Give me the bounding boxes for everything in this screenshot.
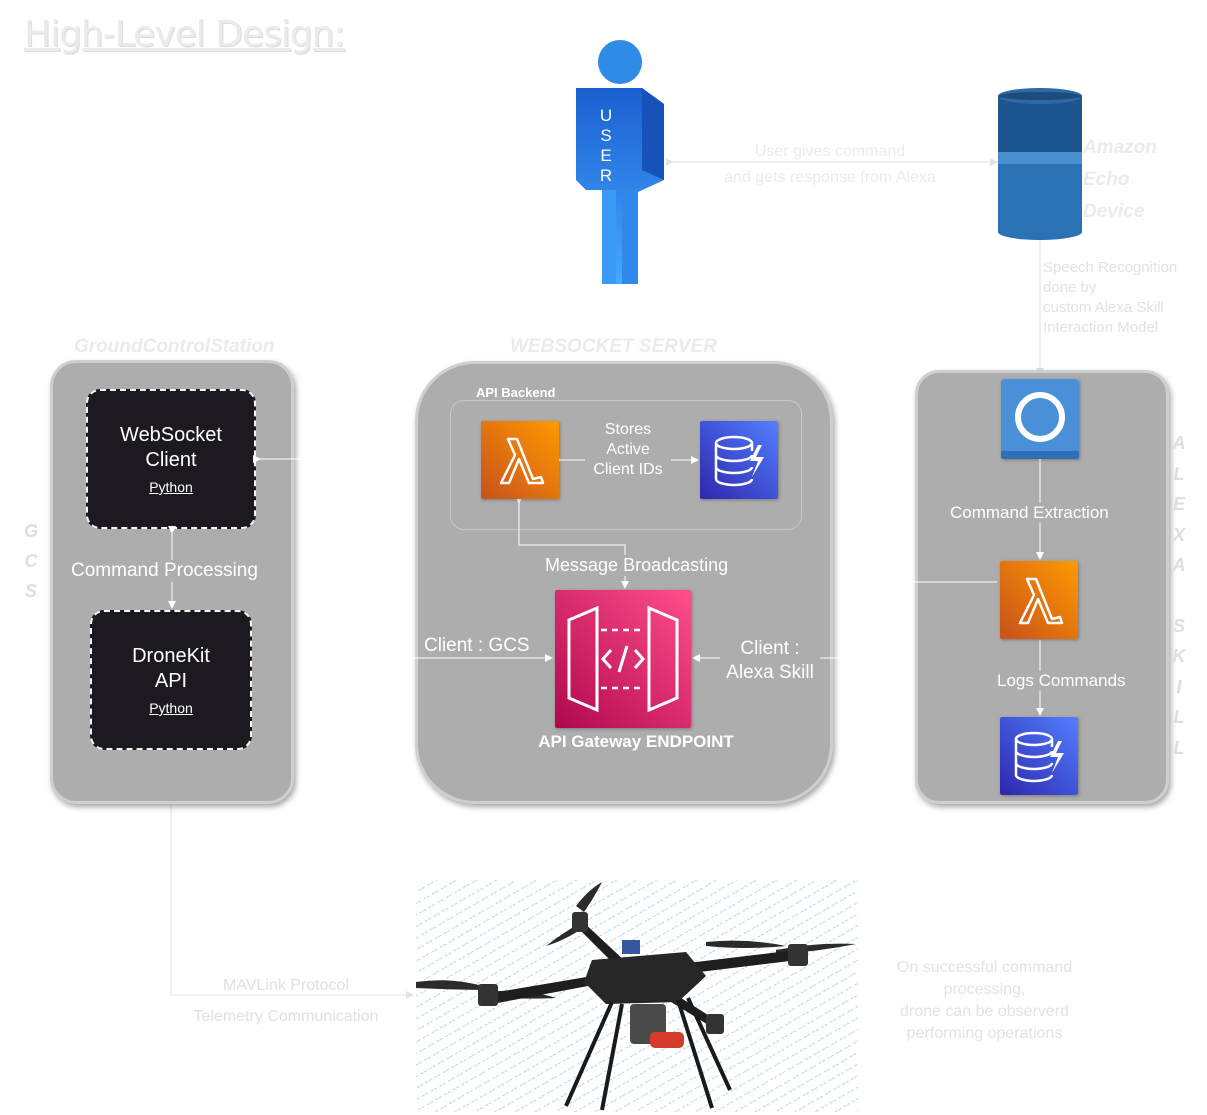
alexa-side-letters: A L E X A S K I L L <box>1172 433 1186 758</box>
message-broadcasting-label: Message Broadcasting <box>542 555 732 576</box>
api-gateway-label: API Gateway ENDPOINT <box>538 732 734 751</box>
lambda-icon <box>481 421 559 499</box>
mavlink-label: MAVLink Protocol Telemetry Communication <box>193 977 379 1025</box>
user-letter: R <box>599 166 613 185</box>
speech-label: Speech Recognition done by custom Alexa … <box>1043 259 1178 336</box>
stores-label: Stores Active Client IDs <box>585 420 671 480</box>
dronekit-name: DroneKit <box>132 645 210 667</box>
websocket-client-name: Client <box>145 449 197 471</box>
websocket-client-lang: Python <box>149 479 193 495</box>
client-alexa-label: Client : Alexa Skill <box>720 637 820 685</box>
user-letter: U <box>599 106 613 125</box>
alexa-ring-icon <box>1001 379 1079 459</box>
websocket-client-name: WebSocket <box>120 424 222 446</box>
user-letter: E <box>600 146 612 165</box>
page-title: High-Level Design: <box>24 14 346 55</box>
client-gcs-label: Client : GCS <box>422 635 532 657</box>
user-letter: S <box>600 126 612 145</box>
user-echo-label: User gives command and gets response fro… <box>724 143 936 186</box>
gcs-side-letters: G C S <box>23 521 38 601</box>
ws-server-heading: WEBSOCKET SERVER <box>510 336 717 357</box>
dronekit-name: API <box>154 670 188 692</box>
gcs-heading: GroundControlStation <box>74 336 275 357</box>
lambda-icon <box>1000 561 1078 639</box>
echo-label: Amazon Echo Device <box>1083 137 1157 222</box>
api-backend-label: API Backend <box>476 385 556 400</box>
user-figure-icon <box>576 40 664 284</box>
drone-icon <box>416 880 858 1112</box>
user-letters: U S E R <box>594 106 618 186</box>
drone-note: On successful command processing, drone … <box>896 959 1073 1042</box>
dynamodb-icon <box>700 421 778 499</box>
command-processing-label: Command Processing <box>68 560 261 582</box>
dynamodb-icon <box>1000 717 1078 795</box>
logs-commands-label: Logs Commands <box>994 671 1129 691</box>
mavlink-edge <box>167 746 414 999</box>
dronekit-api-box[interactable]: DroneKit API Python <box>90 610 252 750</box>
api-gateway-icon[interactable] <box>555 590 691 728</box>
echo-cylinder-icon <box>998 88 1082 240</box>
dronekit-lang: Python <box>149 700 193 716</box>
command-extraction-label: Command Extraction <box>947 503 1112 523</box>
